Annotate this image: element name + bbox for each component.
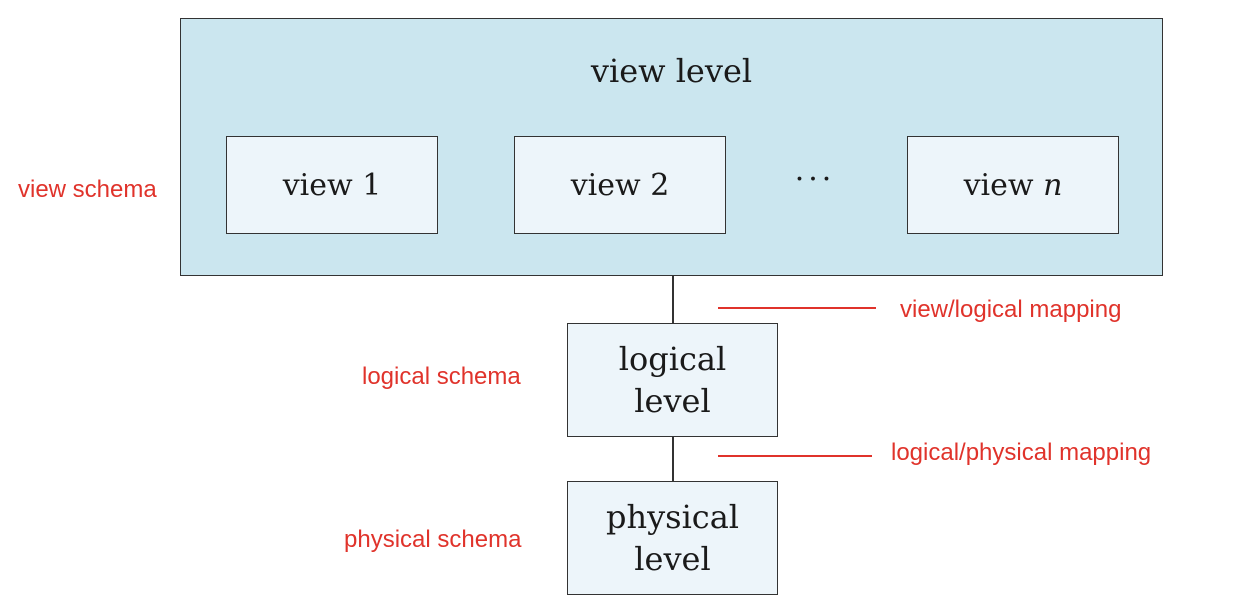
physical-schema-label: physical schema — [344, 526, 522, 553]
view-schema-label: view schema — [18, 176, 157, 203]
logical-physical-mapping-line — [718, 455, 872, 457]
view-ellipsis: ··· — [794, 162, 836, 197]
view-logical-mapping-label: view/logical mapping — [900, 296, 1122, 323]
logical-level-box: logical level — [567, 323, 778, 437]
logical-schema-label: logical schema — [362, 363, 521, 390]
view-box-1-label: view 1 — [282, 167, 382, 203]
physical-level-line2: level — [634, 540, 711, 578]
view-box-2-label: view 2 — [570, 167, 670, 203]
logical-level-line1: logical — [618, 340, 727, 378]
connector-logical-physical — [672, 436, 674, 481]
view-box-1: view 1 — [226, 136, 438, 234]
physical-level-line1: physical — [605, 498, 740, 536]
view-level-title: view level — [590, 52, 753, 90]
view-box-n-label: view — [963, 167, 1044, 203]
logical-level-line2: level — [634, 382, 711, 420]
physical-level-box: physical level — [567, 481, 778, 595]
connector-view-logical — [672, 276, 674, 323]
view-box-2: view 2 — [514, 136, 726, 234]
view-box-n-suffix: n — [1043, 167, 1063, 203]
logical-physical-mapping-label: logical/physical mapping — [891, 439, 1152, 466]
view-logical-mapping-line — [718, 307, 876, 309]
view-box-n: view n — [907, 136, 1119, 234]
